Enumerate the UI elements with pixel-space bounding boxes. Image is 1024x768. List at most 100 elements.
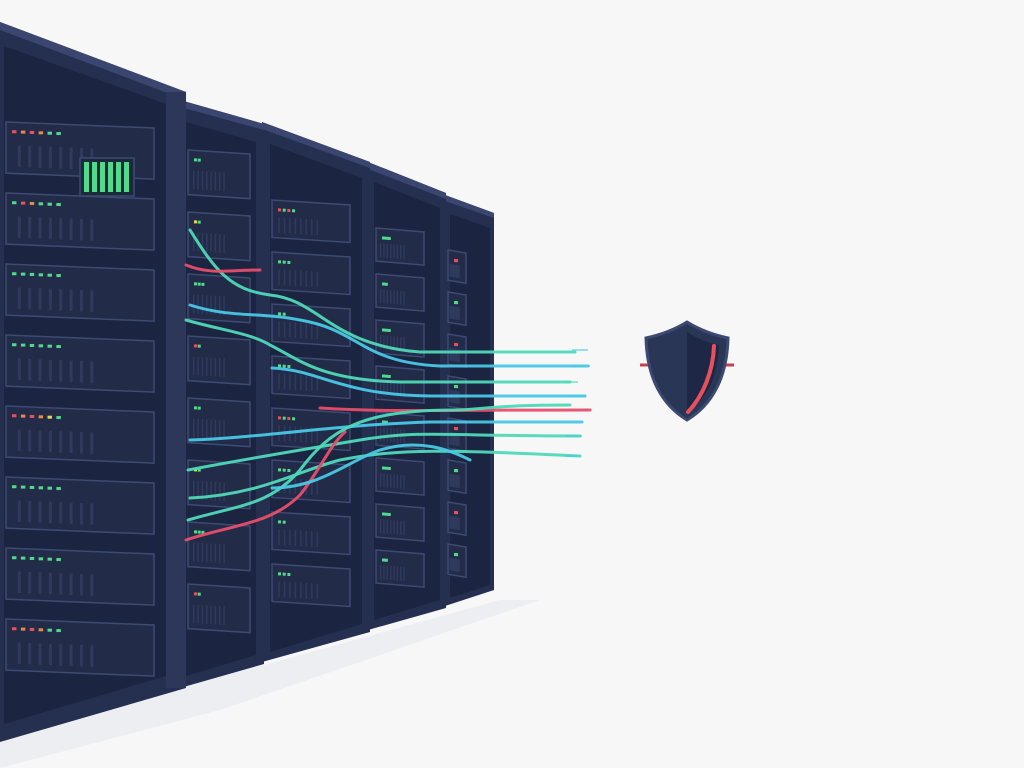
vent-slat: [454, 432, 456, 446]
status-led: [194, 220, 197, 224]
vent-slat: [457, 307, 459, 320]
status-led: [194, 158, 197, 162]
vent-slat: [305, 582, 308, 599]
vent-slat: [69, 289, 73, 312]
vent-slat: [403, 245, 405, 260]
status-led: [455, 511, 459, 515]
vent-slat: [223, 234, 225, 254]
status-led: [194, 282, 197, 286]
vent-slat: [300, 322, 302, 339]
vent-slat: [210, 543, 212, 563]
vent-slat: [48, 430, 52, 453]
vent-slat: [455, 558, 458, 572]
vent-slat: [393, 290, 395, 305]
vent-slat: [214, 481, 217, 501]
vent-slat: [451, 516, 454, 529]
vent-slat: [294, 322, 297, 339]
vent-slat: [294, 582, 297, 599]
status-led: [56, 629, 61, 633]
vent-slat: [305, 374, 308, 391]
vent-slat: [219, 172, 221, 191]
vent-slat: [449, 347, 451, 361]
status-led: [38, 131, 44, 135]
vent-slat: [278, 373, 280, 389]
vent-slat: [458, 349, 460, 363]
vent-slat: [201, 294, 204, 314]
vent-slat: [205, 233, 208, 252]
vent-slat: [393, 244, 395, 259]
vent-slat: [311, 427, 313, 444]
vent-slat: [197, 356, 199, 376]
vent-slat: [28, 216, 32, 239]
vent-slat: [294, 530, 297, 547]
vent-slat: [192, 480, 195, 500]
status-led: [455, 427, 459, 431]
status-led: [197, 530, 201, 534]
vent-slat: [454, 474, 456, 488]
status-led: [278, 208, 281, 212]
vent-slat: [223, 172, 225, 192]
vent-slat: [454, 558, 456, 572]
display-bar: [116, 162, 121, 192]
vent-slat: [210, 481, 212, 501]
status-led: [56, 132, 61, 136]
vent-slat: [379, 243, 382, 258]
vent-slat: [449, 557, 451, 571]
vent-slat: [458, 475, 460, 489]
data-stream: [188, 420, 584, 442]
status-led: [287, 572, 291, 576]
status-led: [20, 485, 26, 489]
status-led: [47, 344, 52, 348]
status-led: [282, 364, 286, 368]
vent-slat: [205, 543, 208, 562]
status-led: [387, 374, 391, 378]
data-stream: [270, 366, 587, 398]
vent-slat: [223, 358, 225, 378]
vent-slat: [201, 170, 204, 190]
vent-slat: [400, 336, 402, 351]
vent-slat: [48, 572, 52, 595]
vent-slat: [400, 566, 402, 581]
status-led: [197, 344, 201, 348]
vent-slat: [214, 605, 217, 625]
vent-slat: [289, 529, 291, 546]
vent-slat: [48, 146, 52, 169]
vent-slat: [214, 357, 217, 377]
vent-slat: [389, 520, 392, 534]
vent-slat: [69, 502, 73, 525]
status-led: [29, 272, 35, 276]
vent-slat: [300, 218, 302, 235]
vent-slat: [389, 244, 392, 258]
status-led: [12, 627, 17, 631]
display-bar: [92, 162, 97, 192]
data-stream: [184, 318, 572, 384]
vent-slat: [454, 264, 456, 278]
vent-slat: [197, 170, 199, 190]
status-led: [278, 520, 281, 524]
vent-slat: [379, 335, 382, 350]
status-led: [292, 417, 296, 421]
vent-slat: [305, 530, 308, 547]
vent-slat: [210, 357, 212, 377]
status-led: [38, 202, 44, 206]
status-led: [12, 556, 17, 560]
vent-slat: [192, 294, 195, 314]
vent-slat: [393, 336, 395, 351]
status-led: [47, 557, 52, 561]
vent-slat: [48, 501, 52, 524]
vent-slat: [450, 558, 453, 571]
status-led: [20, 343, 26, 347]
vent-slat: [90, 503, 94, 525]
data-stream: [186, 403, 572, 522]
vent-slat: [457, 559, 459, 572]
vent-slat: [192, 232, 195, 252]
status-led: [382, 420, 385, 424]
status-led: [201, 282, 205, 286]
vent-slat: [201, 232, 204, 252]
vent-slat: [457, 433, 459, 446]
vent-slat: [17, 287, 21, 309]
vent-slat: [311, 583, 313, 600]
status-led: [384, 236, 388, 240]
vent-slat: [455, 348, 458, 362]
vent-slat: [17, 145, 21, 167]
